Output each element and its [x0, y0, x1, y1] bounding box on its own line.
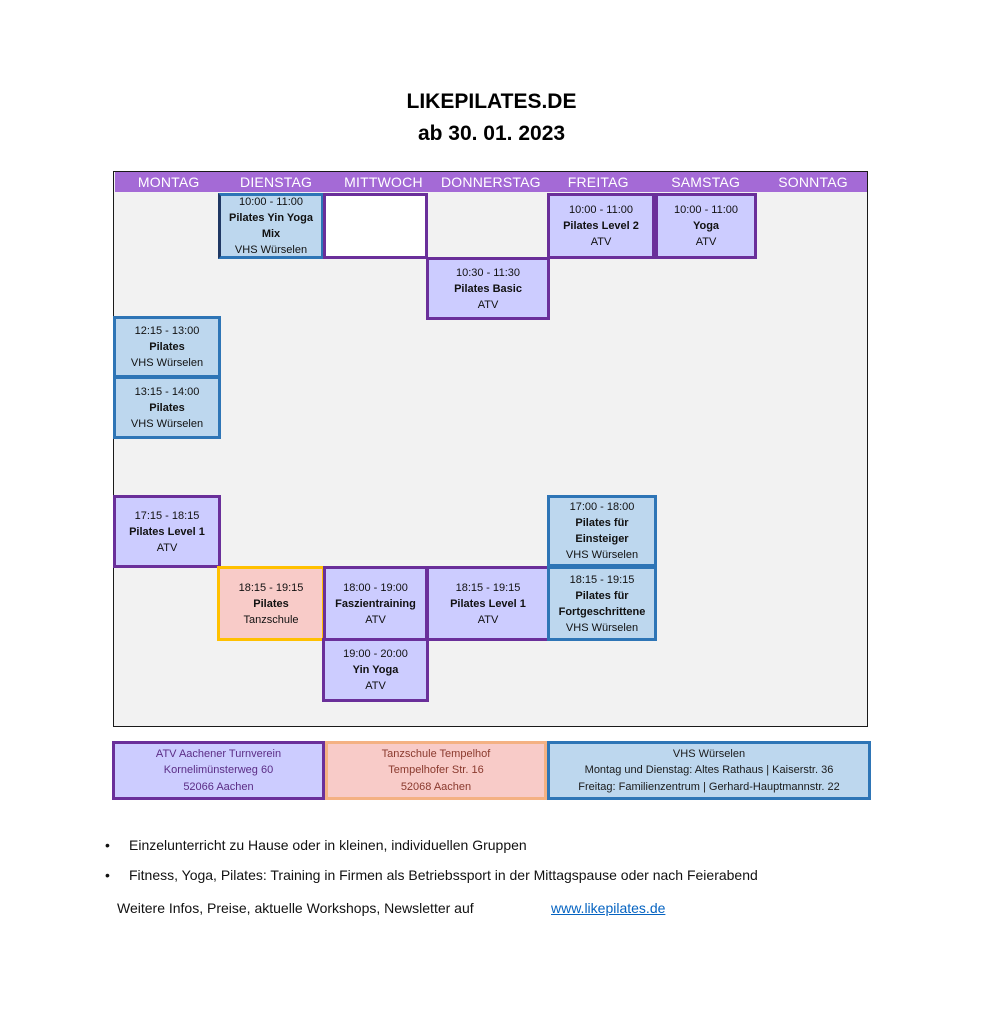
class-block[interactable]: 18:15 - 19:15 Pilates Level 1 ATV	[426, 566, 550, 641]
class-location: ATV	[695, 236, 717, 248]
class-location: ATV	[365, 613, 386, 626]
page-title: LIKEPILATES.DE	[406, 90, 577, 113]
location-name: VHS Würselen	[672, 747, 746, 760]
class-location: VHS Würselen	[130, 357, 204, 369]
class-name: Faszientraining	[335, 597, 416, 610]
class-name: Pilates Level 1	[450, 597, 526, 610]
location-tanzschule: Tanzschule Tempelhof Tempelhofer Str. 16…	[325, 741, 547, 800]
class-time: 18:15 - 19:15	[455, 581, 521, 594]
class-name: Pilates für Einsteiger	[575, 517, 629, 545]
class-name: Pilates Yin Yoga Mix	[229, 212, 313, 240]
day-tuesday: DIENSTAG	[240, 174, 313, 190]
location-name: Tanzschule Tempelhof	[381, 747, 491, 760]
class-name: Pilates für Fortgeschrittene	[558, 589, 646, 618]
class-location: VHS Würselen	[565, 621, 639, 634]
class-time: 18:15 - 19:15	[569, 573, 635, 586]
day-header-row: MONTAG DIENSTAG MITTWOCH DONNERSTAG FREI…	[115, 172, 867, 192]
class-name: Pilates Level 2	[563, 220, 639, 232]
class-time: 18:00 - 19:00	[343, 581, 408, 594]
class-location: VHS Würselen	[565, 549, 639, 561]
day-thursday: DONNERSTAG	[440, 174, 541, 190]
class-block[interactable]: 18:15 - 19:15 Pilates für Fortgeschritte…	[547, 566, 657, 641]
class-block[interactable]: 10:00 - 11:00 Pilates Level 2 ATV	[547, 193, 655, 259]
class-block[interactable]: 13:15 - 14:00 Pilates VHS Würselen	[113, 376, 221, 439]
bullet-icon: •	[105, 867, 110, 883]
location-detail: Montag und Dienstag: Altes Rathaus | Kai…	[584, 764, 834, 777]
website-link[interactable]: www.likepilates.de	[551, 900, 666, 916]
location-street: Tempelhofer Str. 16	[388, 764, 484, 777]
class-block[interactable]: 10:30 - 11:30 Pilates Basic ATV	[426, 257, 550, 320]
bullet-text: Fitness, Yoga, Pilates: Training in Firm…	[129, 867, 758, 883]
class-block[interactable]: 19:00 - 20:00 Yin Yoga ATV	[322, 638, 429, 702]
class-location: ATV	[365, 680, 386, 692]
day-saturday: SAMSTAG	[671, 174, 741, 190]
location-name: ATV Aachener Turnverein	[155, 747, 282, 760]
class-time: 19:00 - 20:00	[343, 648, 408, 660]
class-name: Yin Yoga	[352, 664, 399, 676]
class-location: ATV	[156, 541, 178, 554]
class-block[interactable]: 12:15 - 13:00 Pilates VHS Würselen	[113, 316, 221, 378]
class-block[interactable]: 18:15 - 19:15 Pilates Tanzschule	[217, 566, 325, 641]
class-time: 10:00 - 11:00	[238, 196, 303, 208]
class-time: 10:00 - 11:00	[673, 204, 738, 216]
class-time: 17:15 - 18:15	[134, 509, 200, 522]
class-name: Yoga	[692, 220, 720, 232]
class-block[interactable]: 18:00 - 19:00 Faszientraining ATV	[323, 566, 428, 641]
class-location: ATV	[477, 298, 499, 311]
class-location: ATV	[477, 613, 499, 626]
class-block[interactable]: 10:00 - 11:00 Yoga ATV	[655, 193, 757, 259]
class-location: VHS Würselen	[234, 244, 308, 256]
class-block[interactable]: 10:00 - 11:00 Pilates Yin Yoga Mix VHS W…	[218, 193, 324, 259]
bullet-icon: •	[105, 837, 110, 853]
class-name: Pilates	[253, 597, 289, 610]
bullet-text: Einzelunterricht zu Hause oder in kleine…	[129, 837, 527, 853]
class-time: 13:15 - 14:00	[134, 385, 200, 398]
class-name: Pilates Basic	[454, 282, 522, 295]
class-location: ATV	[590, 236, 612, 248]
class-block[interactable]: 17:15 - 18:15 Pilates Level 1 ATV	[113, 495, 221, 568]
class-location: Tanzschule	[243, 613, 299, 626]
page-subtitle: ab 30. 01. 2023	[417, 122, 566, 145]
day-sunday: SONNTAG	[778, 174, 848, 190]
class-block[interactable]: 17:00 - 18:00 Pilates für Einsteiger VHS…	[547, 495, 657, 567]
class-time: 18:15 - 19:15	[238, 581, 304, 594]
footer-text: Weitere Infos, Preise, aktuelle Workshop…	[117, 900, 474, 916]
day-friday: FREITAG	[567, 174, 629, 190]
location-detail: Freitag: Familienzentrum | Gerhard-Haupt…	[578, 780, 840, 793]
class-time: 12:15 - 13:00	[134, 325, 200, 337]
class-location: VHS Würselen	[130, 417, 204, 430]
location-vhs: VHS Würselen Montag und Dienstag: Altes …	[547, 741, 871, 800]
day-monday: MONTAG	[137, 174, 200, 190]
location-city: 52066 Aachen	[183, 780, 254, 793]
location-street: Kornelimünsterweg 60	[163, 764, 274, 777]
empty-slot	[323, 193, 428, 259]
list-item: • Fitness, Yoga, Pilates: Training in Fir…	[105, 867, 758, 883]
class-time: 10:00 - 11:00	[568, 204, 633, 216]
location-city: 52068 Aachen	[400, 780, 472, 793]
class-name: Pilates	[149, 341, 185, 353]
class-time: 10:30 - 11:30	[455, 266, 520, 279]
list-item: • Einzelunterricht zu Hause oder in klein…	[105, 837, 527, 853]
class-name: Pilates	[149, 401, 185, 414]
day-wednesday: MITTWOCH	[344, 174, 423, 190]
class-time: 17:00 - 18:00	[569, 501, 635, 513]
location-atv: ATV Aachener Turnverein Kornelimünsterwe…	[112, 741, 325, 800]
class-name: Pilates Level 1	[129, 525, 205, 538]
